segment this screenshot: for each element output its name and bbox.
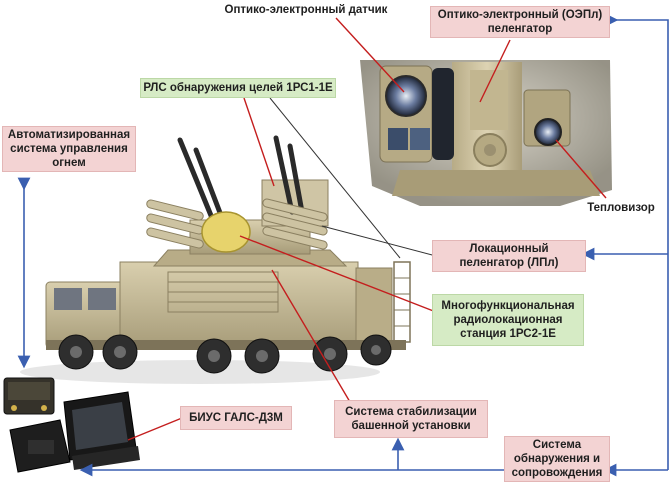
control-units-illustration — [3, 377, 140, 473]
optical-module-photo — [360, 60, 612, 206]
connector-oepl — [605, 13, 669, 470]
pointer-mrls — [239, 235, 437, 313]
vehicle-illustration — [20, 135, 411, 384]
connector-lines — [17, 13, 669, 477]
pointer-teplovizor — [555, 139, 607, 199]
pointer-stab — [271, 269, 351, 403]
pointer-rls — [243, 97, 275, 187]
pointer-lines — [127, 17, 607, 441]
label-oepl: Оптико-электронный (ОЭПл) пеленгатор — [430, 6, 610, 38]
radar-dish-icon — [201, 211, 251, 253]
pointer-bius — [127, 417, 183, 441]
pointer-oe-sensor — [335, 17, 405, 93]
pointer-oepl — [479, 39, 511, 103]
label-lpl: Локационный пеленгатор (ЛПл) — [432, 240, 586, 272]
label-bius: БИУС ГАЛС-Д3М — [180, 406, 292, 430]
label-rls: РЛС обнаружения целей 1РС1-1Е — [140, 78, 336, 98]
label-stab: Система стабилизации башенной установки — [334, 400, 488, 438]
label-asuo: Автоматизированная система управления ог… — [2, 126, 136, 172]
guide-lines — [269, 97, 437, 259]
label-mrls: Многофункциональная радиолокационная ста… — [432, 294, 584, 346]
label-teplovizor: Тепловизор — [587, 202, 655, 214]
optical-sensor-lens-icon — [385, 75, 427, 117]
label-oe-sensor: Оптико-электронный датчик — [224, 4, 388, 16]
label-sos: Система обнаружения и сопровождения — [504, 436, 610, 482]
thermal-camera-lens-icon — [534, 118, 562, 146]
